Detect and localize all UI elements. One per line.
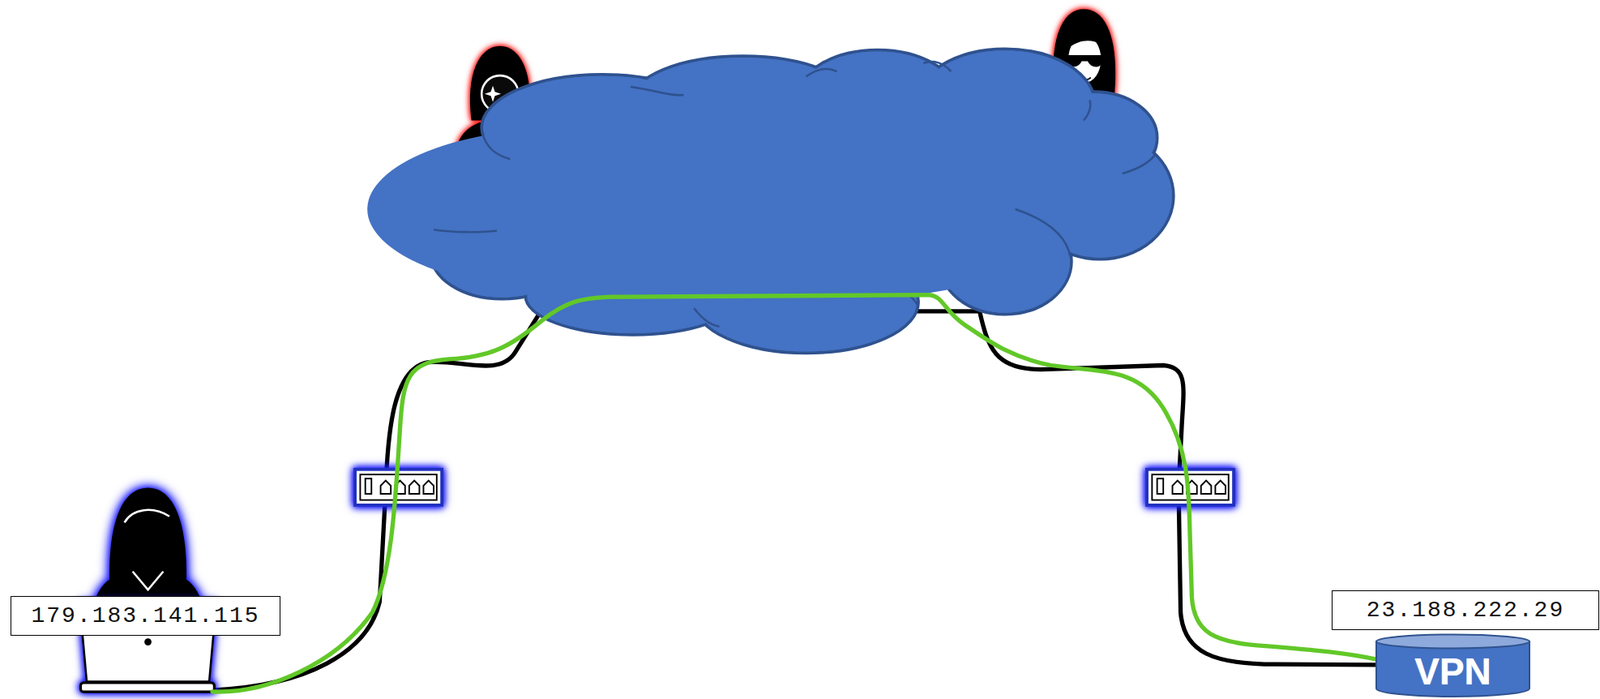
server-name: VPN (1374, 645, 1532, 697)
vpn-server: 23.188.222.29VPN (1331, 590, 1600, 699)
ip-address: 179.183.141.115 (10, 595, 281, 636)
ip-address: 23.188.222.29 (1331, 590, 1600, 630)
network-cable (212, 311, 1376, 690)
database-cylinder: VPN (1374, 633, 1532, 698)
router-port (365, 478, 373, 494)
router-port (1157, 478, 1164, 494)
router-ports (1172, 480, 1226, 494)
laptop-base (80, 682, 214, 692)
user-hairline (124, 509, 170, 522)
cloud-inner-arcs (433, 61, 1156, 327)
vpn-tunnel (212, 295, 1381, 692)
cloud-outline (413, 48, 1174, 353)
cylinder-top (1376, 634, 1530, 649)
hacker-bangs (1067, 33, 1103, 49)
laptop-host: 179.183.141.115 (10, 595, 281, 699)
router-ports (380, 480, 434, 494)
cloud-fill (367, 50, 1173, 351)
laptop-logo (144, 637, 152, 646)
user-collar (132, 571, 164, 591)
user-figure (94, 487, 202, 604)
